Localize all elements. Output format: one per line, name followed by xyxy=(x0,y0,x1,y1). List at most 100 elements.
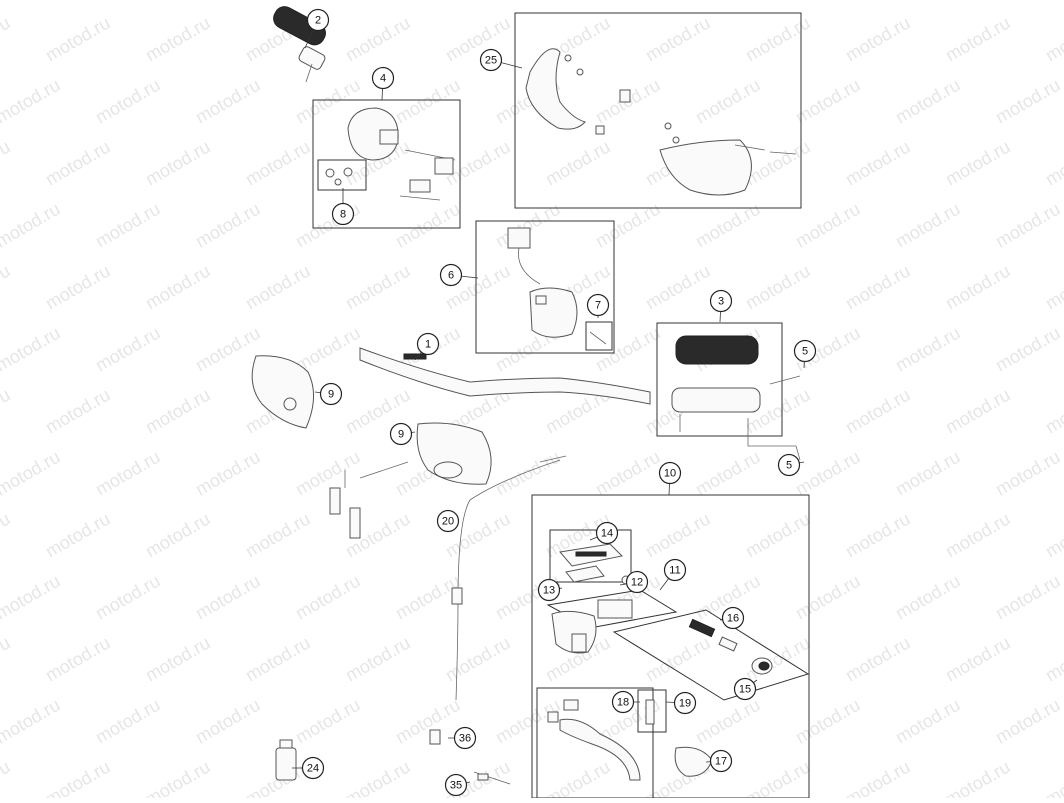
watermark-text: motod.ru xyxy=(0,757,14,798)
callout-number: 17 xyxy=(715,756,727,768)
callout-number: 4 xyxy=(380,73,386,85)
watermark-text: motod.ru xyxy=(892,323,964,376)
mount-hardware-part xyxy=(329,461,409,539)
callout-2: 2 xyxy=(306,8,330,32)
watermark-text: motod.ru xyxy=(142,385,214,438)
watermark-text: motod.ru xyxy=(42,137,114,190)
callout-number: 7 xyxy=(595,300,601,312)
watermark-text: motod.ru xyxy=(0,137,14,190)
watermark-text: motod.ru xyxy=(392,199,464,252)
watermark-text: motod.ru xyxy=(0,385,14,438)
callout-9: 9 xyxy=(389,422,413,446)
callout-number: 15 xyxy=(739,684,751,696)
watermark-text: motod.ru xyxy=(0,261,14,314)
watermark-text: motod.ru xyxy=(0,695,64,748)
watermark-text: motod.ru xyxy=(592,0,664,3)
callout-35: 35 xyxy=(444,773,468,797)
watermark-text: motod.ru xyxy=(792,447,864,500)
callout-circle xyxy=(479,48,503,72)
callout-19: 19 xyxy=(673,691,697,715)
callout-1: 1 xyxy=(416,332,440,356)
callout-number: 36 xyxy=(459,733,471,745)
watermark-text: motod.ru xyxy=(142,137,214,190)
watermark-text: motod.ru xyxy=(192,571,264,624)
watermark-text: motod.ru xyxy=(392,75,464,128)
watermark-text: motod.ru xyxy=(842,261,914,314)
throttle-grip-part xyxy=(671,335,801,461)
watermark-text: motod.ru xyxy=(742,261,814,314)
watermark-text: motod.ru xyxy=(92,695,164,748)
callout-15: 15 xyxy=(733,677,757,701)
callout-7: 7 xyxy=(586,293,610,317)
callout-number: 6 xyxy=(448,270,454,282)
watermark-text: motod.ru xyxy=(992,695,1064,748)
callout-number: 5 xyxy=(786,460,792,472)
callout-circle xyxy=(371,66,395,90)
callout-circle xyxy=(436,509,460,533)
callout-number: 3 xyxy=(718,296,724,308)
watermark-text: motod.ru xyxy=(0,633,14,686)
callout-circle xyxy=(709,749,733,773)
watermark-text: motod.ru xyxy=(0,323,64,376)
callout-circle xyxy=(673,691,697,715)
watermark-text: motod.ru xyxy=(692,199,764,252)
watermark-text: motod.ru xyxy=(0,447,64,500)
watermark-text: motod.ru xyxy=(0,571,64,624)
callout-number: 9 xyxy=(398,429,404,441)
callout-circle xyxy=(611,690,635,714)
master-cylinder-part xyxy=(551,610,597,654)
watermark-text: motod.ru xyxy=(192,75,264,128)
watermark-text: motod.ru xyxy=(942,757,1014,798)
watermark-text: motod.ru xyxy=(742,757,814,798)
watermark-text: motod.ru xyxy=(942,261,1014,314)
callout-16: 16 xyxy=(721,606,745,630)
watermark-text: motod.ru xyxy=(342,757,414,798)
watermark-text: motod.ru xyxy=(92,447,164,500)
callout-circle xyxy=(721,606,745,630)
watermark-text: motod.ru xyxy=(192,447,264,500)
piston-kit-part xyxy=(688,618,773,675)
callout-circle xyxy=(319,382,343,406)
watermark-text: motod.ru xyxy=(942,385,1014,438)
watermark-text: motod.ru xyxy=(992,75,1064,128)
box-fitting-kit xyxy=(317,159,367,191)
callout-36: 36 xyxy=(453,726,477,750)
callout-circle xyxy=(331,202,355,226)
callout-number: 24 xyxy=(307,763,319,775)
hand-guard-right-part xyxy=(416,422,492,485)
watermark-text: motod.ru xyxy=(742,509,814,562)
bleed-screw-part xyxy=(429,729,511,785)
watermark-text: motod.ru xyxy=(842,509,914,562)
watermark-text: motod.ru xyxy=(292,447,364,500)
watermark-text: motod.ru xyxy=(142,13,214,66)
callout-number: 18 xyxy=(617,697,629,709)
callout-number: 11 xyxy=(669,565,680,577)
clamp-bracket-part xyxy=(565,565,633,619)
watermark-text: motod.ru xyxy=(742,633,814,686)
watermark-text: motod.ru xyxy=(892,695,964,748)
callout-circle xyxy=(444,773,468,797)
callout-number: 20 xyxy=(442,516,454,528)
callout-circle xyxy=(793,339,817,363)
callout-number: 12 xyxy=(631,577,643,589)
callout-12: 12 xyxy=(625,570,649,594)
watermark-text: motod.ru xyxy=(792,695,864,748)
callout-5: 5 xyxy=(777,453,801,477)
hydraulic-oil-bottle-part xyxy=(275,739,297,781)
callout-17: 17 xyxy=(709,749,733,773)
watermark-text: motod.ru xyxy=(792,0,864,3)
callout-circle xyxy=(301,756,325,780)
callout-circle xyxy=(658,461,682,485)
watermark-text: motod.ru xyxy=(892,447,964,500)
watermark-text: motod.ru xyxy=(842,13,914,66)
clutch-lever-part xyxy=(547,699,713,781)
reservoir-cap-part xyxy=(559,543,624,567)
watermark-text: motod.ru xyxy=(692,75,764,128)
callout-number: 16 xyxy=(727,613,739,625)
watermark-text: motod.ru xyxy=(492,447,564,500)
callout-6: 6 xyxy=(439,263,463,287)
callout-circle xyxy=(777,453,801,477)
callout-circle xyxy=(709,289,733,313)
watermark-text: motod.ru xyxy=(492,0,564,3)
